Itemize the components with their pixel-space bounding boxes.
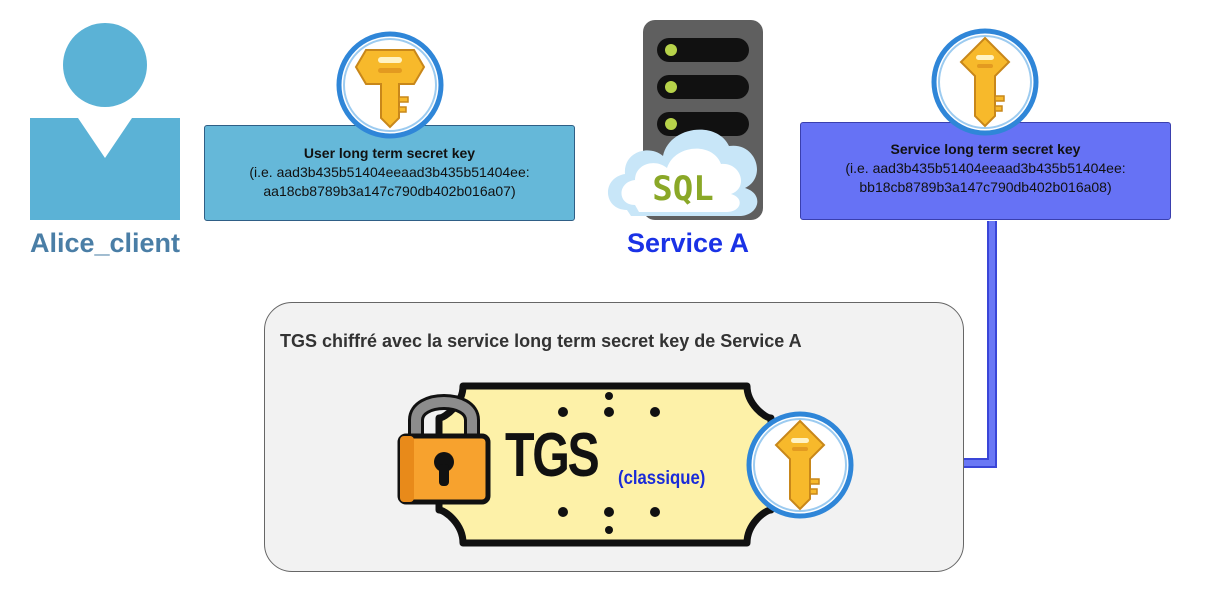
service-key-hash-line2: bb18cb8789b3a147c790db402b016a08) <box>859 179 1112 195</box>
tgs-subtitle: (classique) <box>618 468 706 489</box>
key-icon <box>746 411 854 519</box>
alice-client-label: Alice_client <box>29 228 181 258</box>
tgs-title: TGS <box>505 421 600 490</box>
tgs-caption: TGS chiffré avec la service long term se… <box>280 331 802 351</box>
database-server-icon: SQL <box>607 20 763 220</box>
key-icon <box>336 31 444 139</box>
user-key-hash-line2: aa18cb8789b3a147c790db402b016a07) <box>263 183 516 199</box>
user-secret-key-box: User long term secret key (i.e. aad3b435… <box>204 125 575 221</box>
sql-text: SQL <box>652 169 713 209</box>
service-secret-key-box: Service long term secret key (i.e. aad3b… <box>800 122 1171 220</box>
user-key-hash-line1: (i.e. aad3b435b51404eeaad3b435b51404ee: <box>249 164 530 180</box>
padlock-icon <box>397 394 491 505</box>
key-icon <box>931 28 1039 136</box>
service-a-label: Service A <box>626 228 750 258</box>
user-icon <box>30 23 180 220</box>
service-key-title: Service long term secret key <box>890 141 1081 157</box>
service-key-hash-line1: (i.e. aad3b435b51404eeaad3b435b51404ee: <box>845 160 1126 176</box>
ticket-icon <box>435 382 775 547</box>
user-key-title: User long term secret key <box>303 145 476 161</box>
